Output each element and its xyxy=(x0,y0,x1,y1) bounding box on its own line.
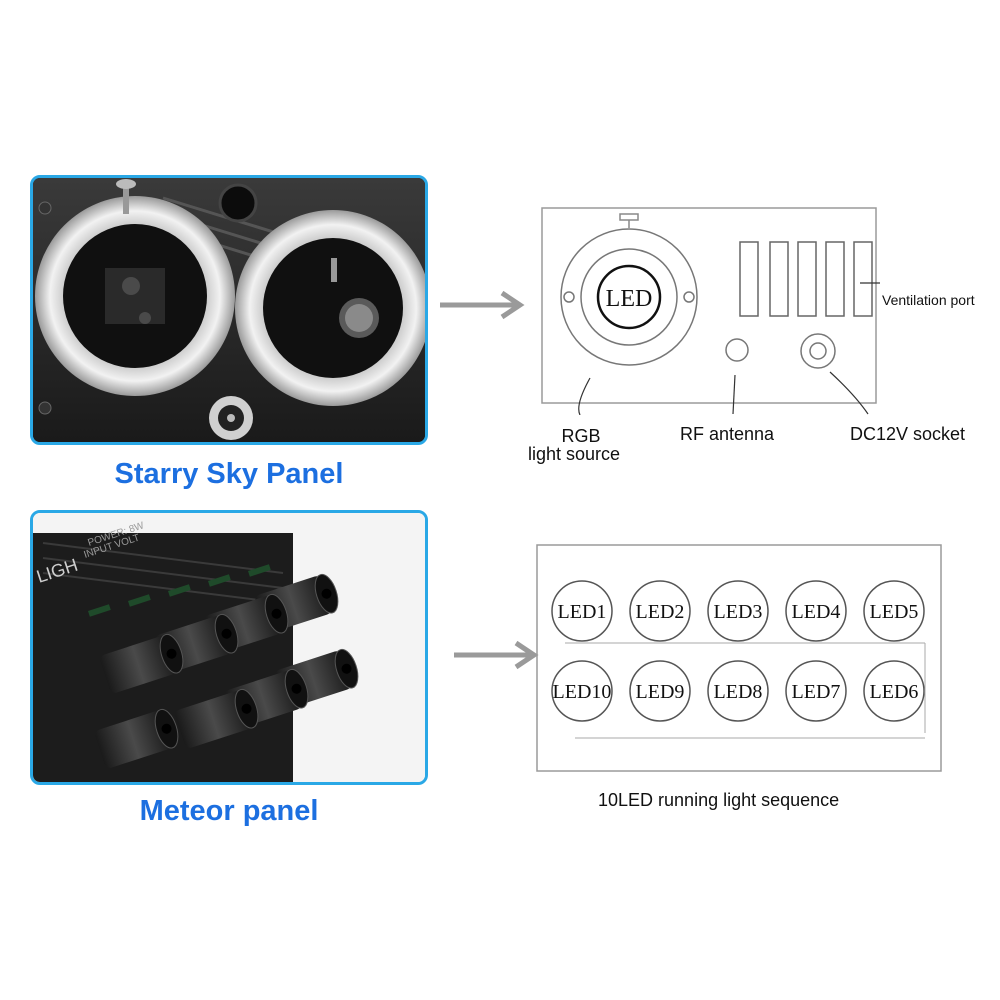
rf-antenna-label: RF antenna xyxy=(680,424,775,444)
arrow-right-icon xyxy=(454,640,539,670)
led-circle xyxy=(707,580,769,642)
led-label: LED4 xyxy=(792,601,841,623)
led-label: LED6 xyxy=(870,681,919,703)
ventilation-port-label: Ventilation port xyxy=(882,292,975,308)
led-circle xyxy=(863,660,925,722)
led-circle xyxy=(629,660,691,722)
rgb-light-source-outline xyxy=(560,228,698,366)
rf-antenna-hole xyxy=(725,338,749,362)
starry-sky-panel-caption: Starry Sky Panel xyxy=(114,458,344,490)
led-label: LED2 xyxy=(636,601,685,623)
led-circle xyxy=(629,580,691,642)
starry-sky-panel-photo xyxy=(30,175,428,445)
led-circle xyxy=(785,660,847,722)
led-label: LED9 xyxy=(636,681,685,703)
led-label: LED7 xyxy=(792,681,841,703)
led-circle xyxy=(596,264,662,330)
led-circle xyxy=(863,580,925,642)
ventilation-slots xyxy=(739,241,873,317)
light-source-label: light source xyxy=(528,444,621,464)
starry-sky-schematic: LED xyxy=(541,207,880,415)
led-circle xyxy=(551,660,613,722)
led-label: LED8 xyxy=(714,681,763,703)
led-label: LED3 xyxy=(714,601,763,623)
running-sequence-caption: 10LED running light sequence xyxy=(598,790,840,810)
led-circle xyxy=(707,660,769,722)
rgb-label: RGB xyxy=(561,426,601,446)
led-label: LED1 xyxy=(558,601,607,623)
meteor-panel-caption: Meteor panel xyxy=(139,795,319,827)
dc12v-socket-label: DC12V socket xyxy=(850,424,966,444)
led-label: LED xyxy=(606,286,653,312)
led-label: LED10 xyxy=(553,681,612,703)
led-label: LED5 xyxy=(870,601,919,623)
led-circle xyxy=(551,580,613,642)
meteor-panel-photo: LIGH INPUT VOLT POWER: 8W xyxy=(30,510,428,785)
meteor-led-schematic: LED1 LED2 LED3 LED4 LED5 LED10 LED9 LED8 LED7 LE… xyxy=(536,544,942,772)
led-circle xyxy=(785,580,847,642)
arrow-right-icon xyxy=(440,290,525,320)
dc-socket-outline xyxy=(800,333,836,369)
